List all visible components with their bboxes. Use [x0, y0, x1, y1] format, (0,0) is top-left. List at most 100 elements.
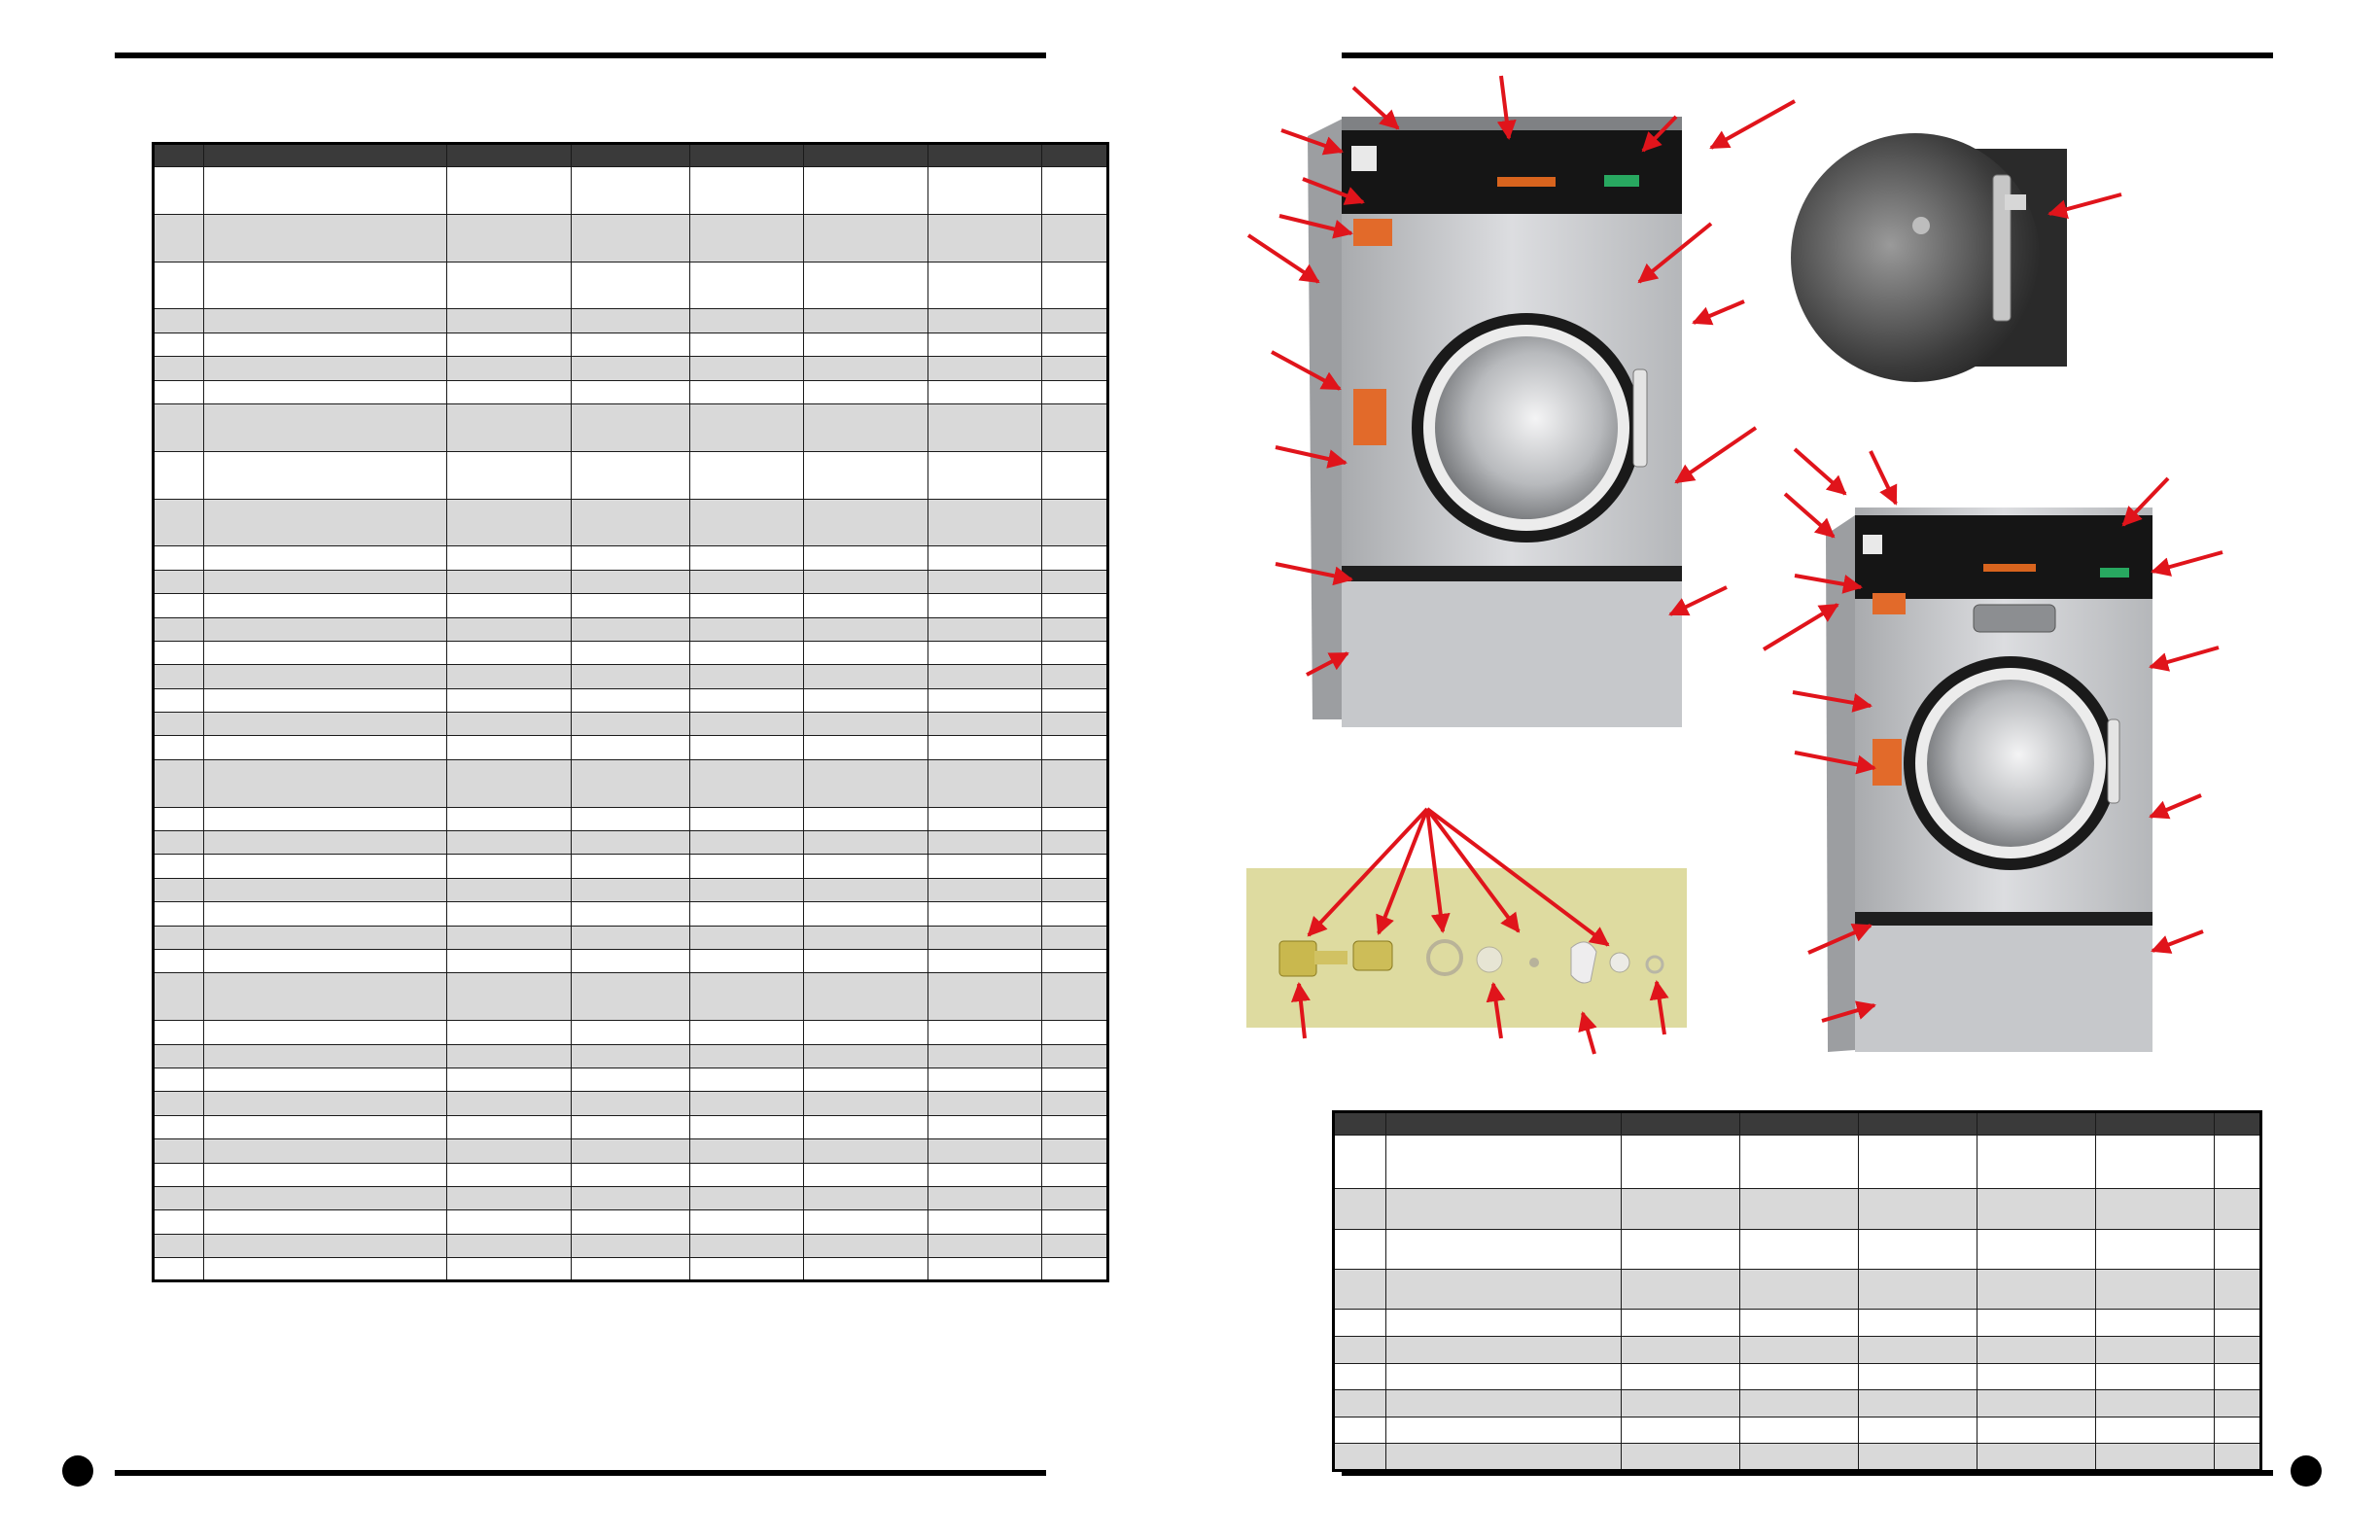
table-cell [571, 1020, 690, 1045]
table-cell [1977, 1228, 2096, 1270]
table-row [1333, 1188, 2261, 1230]
table-cell [446, 593, 572, 618]
table-cell [153, 854, 204, 879]
table-cell [689, 1209, 804, 1235]
table-cell [928, 545, 1042, 571]
table-row [1333, 1228, 2261, 1270]
large-washer-photo [1308, 117, 1682, 727]
table-cell [2095, 1134, 2215, 1190]
table-cell [928, 498, 1042, 547]
table-cell [1977, 1309, 2096, 1337]
table-cell [689, 1233, 804, 1259]
table-cell [203, 1114, 447, 1140]
table-cell [1041, 332, 1108, 358]
table-cell [1041, 308, 1108, 333]
table-cell [153, 901, 204, 927]
table-cell [1858, 1309, 1978, 1337]
table-row [153, 1043, 1108, 1068]
table-cell [1041, 450, 1108, 500]
table-row [153, 1020, 1108, 1045]
table-cell [203, 402, 447, 452]
table-cell [689, 1185, 804, 1211]
table-cell [571, 1257, 690, 1282]
table-cell [153, 1209, 204, 1235]
table-cell [1333, 1134, 1386, 1190]
table-cell [446, 1209, 572, 1235]
table-cell [1385, 1188, 1622, 1230]
table-cell [803, 166, 928, 215]
table-cell [446, 1162, 572, 1187]
table-cell [1858, 1268, 1978, 1311]
table-cell [928, 758, 1042, 808]
table-cell [803, 1233, 928, 1259]
table-cell [1041, 1020, 1108, 1045]
table-row [1333, 1309, 2261, 1337]
table-cell [2214, 1362, 2261, 1391]
table-cell [446, 616, 572, 642]
table-cell [203, 664, 447, 689]
table-cell [203, 758, 447, 808]
table-cell [803, 1209, 928, 1235]
table-cell [571, 1162, 690, 1187]
table-cell [446, 687, 572, 714]
table-row [153, 901, 1108, 927]
page-dot-icon [2291, 1455, 2322, 1487]
table-cell [153, 1043, 204, 1068]
table-row [153, 972, 1108, 1022]
table-cell [689, 854, 804, 879]
table-cell [928, 1185, 1042, 1211]
table-cell [446, 261, 572, 310]
table-cell [203, 925, 447, 951]
table-cell [928, 1162, 1042, 1187]
table-cell [203, 1067, 447, 1093]
table-cell [803, 498, 928, 547]
table-cell [803, 1138, 928, 1164]
table-cell [689, 640, 804, 666]
table-row [153, 664, 1108, 689]
table-cell [1739, 1309, 1859, 1337]
table-cell [1041, 569, 1108, 595]
table-cell [446, 948, 572, 974]
table-cell [928, 687, 1042, 714]
table-cell [803, 1257, 928, 1282]
table-cell [803, 664, 928, 689]
table-row [153, 545, 1108, 571]
table-row [153, 166, 1108, 215]
table-cell [2095, 1228, 2215, 1270]
table-cell [203, 830, 447, 856]
table-cell [1858, 1443, 1978, 1471]
table-row [153, 261, 1108, 310]
table-row [1333, 1362, 2261, 1391]
table-cell [446, 213, 572, 262]
table-cell [928, 379, 1042, 404]
table-cell [689, 901, 804, 927]
table-cell [153, 1162, 204, 1187]
table-cell [1977, 1443, 2096, 1471]
table-cell [803, 332, 928, 358]
table-cell [1621, 1309, 1740, 1337]
table-cell [803, 925, 928, 951]
table-cell [689, 593, 804, 618]
table-cell [446, 972, 572, 1022]
table-cell [446, 1233, 572, 1259]
table-cell [446, 1020, 572, 1045]
table-cell [803, 379, 928, 404]
table-cell [1041, 1233, 1108, 1259]
table-row [153, 213, 1108, 262]
table-cell [153, 166, 204, 215]
table-cell [689, 735, 804, 760]
table-cell [689, 166, 804, 215]
table-cell [153, 877, 204, 903]
table-cell [203, 806, 447, 832]
table-cell [2095, 1309, 2215, 1337]
table-cell [571, 332, 690, 358]
table-cell [571, 972, 690, 1022]
table-cell [571, 735, 690, 760]
table-cell [1385, 1362, 1622, 1391]
table-cell [1041, 356, 1108, 381]
table-row [153, 735, 1108, 760]
table-cell [203, 616, 447, 642]
table-cell [1041, 735, 1108, 760]
table-cell [803, 308, 928, 333]
table-cell [153, 1020, 204, 1045]
